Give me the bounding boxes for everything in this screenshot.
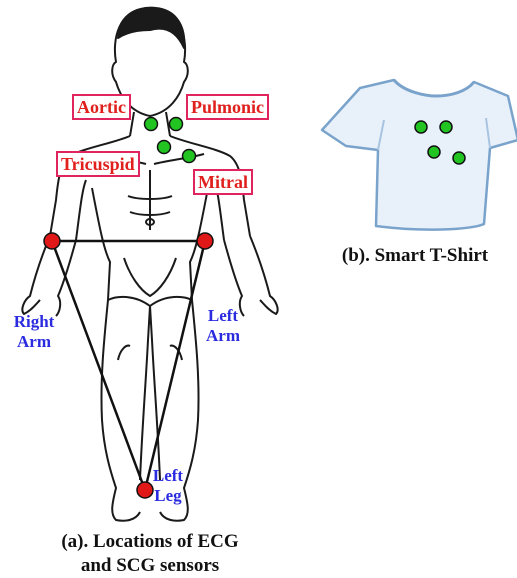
shirt-sensor-4 <box>453 152 465 164</box>
scg-sensor-pulmonic <box>170 118 183 131</box>
scg-sensor-aortic <box>145 118 158 131</box>
label-pulmonic: Pulmonic <box>186 94 269 120</box>
shirt-sensor-2 <box>440 121 452 133</box>
caption-b: (b). Smart T-Shirt <box>320 244 510 268</box>
label-left-leg: Left Leg <box>148 466 188 506</box>
scg-sensor-mitral <box>183 150 196 163</box>
left-leg-line2: Leg <box>148 486 188 506</box>
caption-a: (a). Locations of ECG and SCG sensors <box>20 530 280 578</box>
caption-a-line1: (a). Locations of ECG <box>20 530 280 554</box>
t-shirt <box>322 80 517 230</box>
label-left-arm: Left Arm <box>198 306 248 346</box>
left-arm-line2: Arm <box>198 326 248 346</box>
label-aortic: Aortic <box>72 94 131 120</box>
shirt-sensor-1 <box>415 121 427 133</box>
electrode-right-arm <box>44 233 60 249</box>
right-arm-line1: Right <box>4 312 64 332</box>
left-leg-line1: Left <box>148 466 188 486</box>
shirt-sensor-3 <box>428 146 440 158</box>
label-tricuspid: Tricuspid <box>56 151 140 177</box>
label-mitral: Mitral <box>193 169 253 195</box>
right-arm-line2: Arm <box>4 332 64 352</box>
left-arm-line1: Left <box>198 306 248 326</box>
electrode-left-arm <box>197 233 213 249</box>
caption-a-line2: and SCG sensors <box>20 554 280 578</box>
ecg-triangle <box>52 241 205 490</box>
scg-sensor-tricuspid <box>158 141 171 154</box>
label-right-arm: Right Arm <box>4 312 64 352</box>
